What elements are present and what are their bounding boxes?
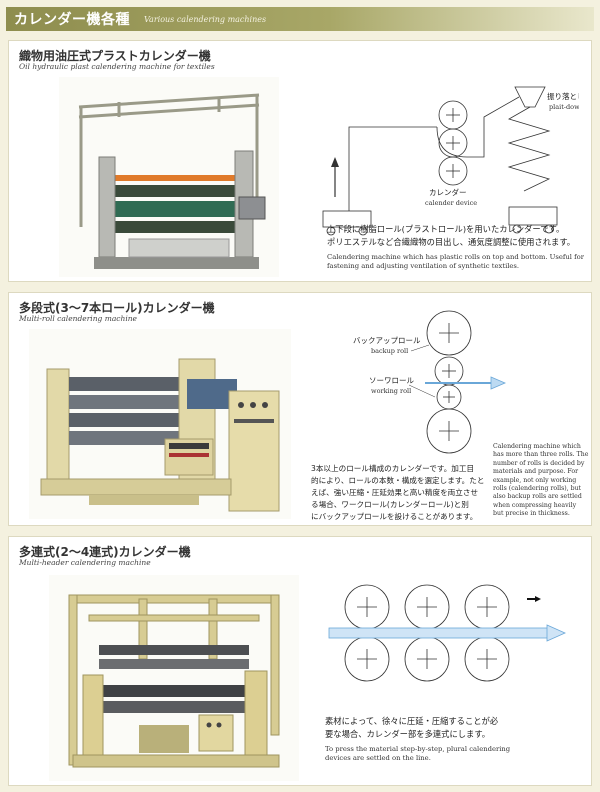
plaitdown-label-en: plait-down [549, 103, 579, 111]
section-description-en: Calendering machine which has more than … [493, 443, 589, 519]
description-line: number of rolls is decided by [493, 459, 585, 467]
section-title: 多段式(3〜7本ロール)カレンダー機 [19, 301, 215, 315]
description-line: when compressing heavily [493, 501, 577, 509]
section-description-ja: 素材によって、徐々に圧延・圧縮することが必 要な場合、カレンダー部を多連式にしま… [325, 715, 585, 741]
backup-roll-label-ja: バックアップロール [353, 336, 421, 345]
section-plast-calender: 織物用油圧式プラストカレンダー機 Oil hydraulic plast cal… [8, 40, 592, 282]
description-line: る場合、ワークロール(カレンダーロール)と別 [311, 500, 469, 509]
description-line: にバックアップロールを設けることがあります。 [311, 512, 478, 521]
section-multi-roll-calender: 多段式(3〜7本ロール)カレンダー機 Multi-roll calenderin… [8, 292, 592, 526]
page-header: カレンダー機各種 Various calendering machines [6, 7, 594, 31]
backup-roll-label-en: backup roll [371, 347, 408, 355]
calender-label-ja: カレンダー [429, 187, 467, 197]
multi-roll-diagram: バックアップロール backup roll ソーワロール working rol… [353, 310, 507, 454]
section-subtitle: Multi-header calendering machine [19, 558, 151, 567]
section-subtitle: Oil hydraulic plast calendering machine … [19, 62, 215, 71]
description-line: rolls (calendering rolls), but [493, 485, 582, 493]
section-multi-header-calender: 多連式(2〜4連式)カレンダー機 Multi-header calenderin… [8, 536, 592, 786]
description-line: but precise in thickness. [493, 510, 570, 518]
description-line: 要な場合、カレンダー部を多連式にします。 [325, 729, 491, 739]
description-line: has more than three rolls. The [493, 451, 589, 459]
description-line: ポリエステルなど合繊織物の目出し、通気度調整に使用されます。 [327, 237, 576, 247]
plaitdown-label-ja: 振り落とし [547, 91, 579, 101]
section-description-ja: 3本以上のロール構成のカレンダーです。加工目 的により、ロールの本数・構成を選定… [311, 463, 501, 523]
description-line: also backup rolls are settled [493, 493, 582, 501]
description-line: Calendering machine which [493, 443, 581, 450]
description-line: えば、強い圧縮・圧延効果と高い精度を両立させ [311, 488, 479, 497]
description-line: 素材によって、徐々に圧延・圧縮することが必 [325, 716, 499, 726]
description-line: fastening and adjusting ventilation of s… [327, 262, 520, 270]
description-line: example, not only working [493, 476, 577, 484]
description-line: To press the material step-by-step, plur… [325, 745, 511, 753]
page-title: カレンダー機各種 [14, 12, 130, 28]
working-roll-label-ja: ソーワロール [369, 376, 414, 385]
section-description-en: Calendering machine which has plastic ro… [327, 253, 587, 271]
description-line: 的により、ロールの本数・構成を選定します。たと [311, 476, 485, 485]
section-subtitle: Multi-roll calendering machine [19, 314, 137, 323]
section-description-ja: 上下段に樹脂ロール(プラストロール)を用いたカレンダーです。 ポリエステルなど合… [327, 223, 587, 249]
page-subtitle: Various calendering machines [144, 14, 267, 24]
section-title: 織物用油圧式プラストカレンダー機 [19, 49, 211, 63]
working-roll-label-en: working roll [371, 387, 411, 395]
multi-roll-machine-photo [29, 329, 291, 519]
section-description-en: To press the material step-by-step, plur… [325, 745, 585, 763]
description-line: 上下段に樹脂ロール(プラストロール)を用いたカレンダーです。 [327, 224, 565, 234]
description-line: devices are settled on the line. [325, 754, 431, 762]
multi-header-diagram [328, 584, 566, 682]
multi-header-machine-photo [49, 575, 299, 781]
description-line: 3本以上のロール構成のカレンダーです。加工目 [311, 464, 475, 473]
plast-calender-diagram: 振り落とし plait-down カレンダー calender device [322, 86, 579, 236]
section-title: 多連式(2〜4連式)カレンダー機 [19, 545, 191, 559]
description-line: Calendering machine which has plastic ro… [327, 253, 584, 261]
description-line: materials and purpose. For [493, 468, 579, 476]
plast-calender-machine-photo [59, 77, 279, 277]
calender-label-en: calender device [425, 199, 477, 207]
